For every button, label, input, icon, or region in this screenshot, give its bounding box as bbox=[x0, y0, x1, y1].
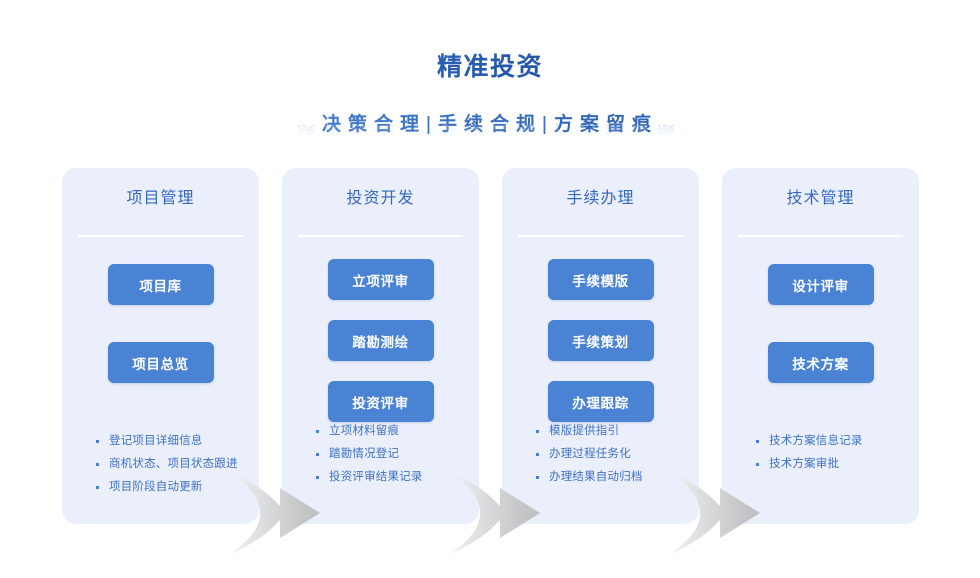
list-item: 商机状态、项目状态跟进 bbox=[76, 456, 245, 472]
stage-button[interactable]: 设计评审 bbox=[767, 264, 874, 305]
bullet-label: 登记项目详细信息 bbox=[109, 435, 203, 447]
process-flow: 项目管理 项目库 项目总览 登记项目详细信息 商机状态、项目状态跟进 项目阶段自… bbox=[0, 168, 980, 554]
divider bbox=[738, 235, 903, 237]
page-title: 精准投资 bbox=[0, 52, 980, 82]
bullet-label: 投资评审结果记录 bbox=[329, 471, 423, 483]
stage-button[interactable]: 立项评审 bbox=[327, 259, 434, 300]
bullet-dot-icon bbox=[96, 486, 99, 489]
stage-bullet-list: 登记项目详细信息 商机状态、项目状态跟进 项目阶段自动更新 bbox=[62, 433, 259, 502]
list-item: 办理过程任务化 bbox=[516, 446, 685, 462]
stage-button[interactable]: 项目总览 bbox=[107, 342, 214, 383]
stage-card-procedure-handling[interactable]: 手续办理 手续模版 手续策划 办理跟踪 模版提供指引 办理过程任务化 办理结果自… bbox=[502, 168, 699, 524]
bullet-dot-icon bbox=[756, 440, 759, 443]
stage-button-group: 项目库 项目总览 bbox=[62, 264, 259, 383]
list-item: 立项材料留痕 bbox=[296, 423, 465, 439]
subtitle: 决策合理|手续合规|方案留痕 bbox=[0, 112, 980, 138]
stage-bullet-list: 立项材料留痕 踏勘情况登记 投资评审结果记录 bbox=[282, 423, 479, 492]
bullet-label: 立项材料留痕 bbox=[329, 425, 400, 437]
bullet-dot-icon bbox=[96, 463, 99, 466]
list-item: 项目阶段自动更新 bbox=[76, 479, 245, 495]
bullet-dot-icon bbox=[536, 476, 539, 479]
bullet-label: 踏勘情况登记 bbox=[329, 448, 400, 460]
bullet-label: 商机状态、项目状态跟进 bbox=[109, 458, 238, 470]
list-item: 模版提供指引 bbox=[516, 423, 685, 439]
bullet-dot-icon bbox=[536, 453, 539, 456]
stage-button[interactable]: 投资评审 bbox=[327, 381, 434, 422]
stage-card-investment-development[interactable]: 投资开发 立项评审 踏勘测绘 投资评审 立项材料留痕 踏勘情况登记 投资评审结果… bbox=[282, 168, 479, 524]
stage-card-project-management[interactable]: 项目管理 项目库 项目总览 登记项目详细信息 商机状态、项目状态跟进 项目阶段自… bbox=[62, 168, 259, 524]
bullet-dot-icon bbox=[536, 430, 539, 433]
bullet-label: 技术方案信息记录 bbox=[769, 435, 863, 447]
stage-button[interactable]: 手续模版 bbox=[547, 259, 654, 300]
list-item: 办理结果自动归档 bbox=[516, 469, 685, 485]
stage-card-title: 投资开发 bbox=[346, 190, 415, 207]
bullet-label: 办理结果自动归档 bbox=[549, 471, 643, 483]
stage-button-group: 手续模版 手续策划 办理跟踪 bbox=[502, 259, 699, 422]
bullet-dot-icon bbox=[316, 476, 319, 479]
list-item: 投资评审结果记录 bbox=[296, 469, 465, 485]
bullet-label: 项目阶段自动更新 bbox=[109, 481, 203, 493]
stage-card-title: 手续办理 bbox=[566, 190, 635, 207]
bullet-label: 技术方案审批 bbox=[769, 458, 840, 470]
stage-button[interactable]: 踏勘测绘 bbox=[327, 320, 434, 361]
bullet-dot-icon bbox=[316, 430, 319, 433]
bullet-label: 模版提供指引 bbox=[549, 425, 620, 437]
bullet-dot-icon bbox=[316, 453, 319, 456]
stage-bullet-list: 模版提供指引 办理过程任务化 办理结果自动归档 bbox=[502, 423, 699, 492]
subtitle-separator-1: | bbox=[426, 114, 438, 135]
stage-button[interactable]: 手续策划 bbox=[547, 320, 654, 361]
stage-button-group: 立项评审 踏勘测绘 投资评审 bbox=[282, 259, 479, 422]
stage-button-group: 设计评审 技术方案 bbox=[722, 264, 919, 383]
bullet-label: 办理过程任务化 bbox=[549, 448, 631, 460]
stage-card-title: 技术管理 bbox=[786, 190, 855, 207]
list-item: 技术方案信息记录 bbox=[736, 433, 905, 449]
divider bbox=[78, 235, 243, 237]
divider bbox=[298, 235, 463, 237]
bullet-dot-icon bbox=[756, 463, 759, 466]
page-header: 精准投资 精准投资 决策合理|手续合规|方案留痕 决策合理 | 手续合规 | 方… bbox=[0, 0, 980, 160]
list-item: 踏勘情况登记 bbox=[296, 446, 465, 462]
bullet-dot-icon bbox=[96, 440, 99, 443]
stage-button[interactable]: 项目库 bbox=[107, 264, 214, 305]
list-item: 技术方案审批 bbox=[736, 456, 905, 472]
stage-card-title: 项目管理 bbox=[126, 190, 195, 207]
subtitle-block: 决策合理|手续合规|方案留痕 决策合理 | 手续合规 | 方案留痕 bbox=[0, 112, 980, 138]
list-item: 登记项目详细信息 bbox=[76, 433, 245, 449]
stage-bullet-list: 技术方案信息记录 技术方案审批 bbox=[722, 433, 919, 479]
stage-button[interactable]: 技术方案 bbox=[767, 342, 874, 383]
stage-card-technical-management[interactable]: 技术管理 设计评审 技术方案 技术方案信息记录 技术方案审批 bbox=[722, 168, 919, 524]
subtitle-reflection: 决策合理 | 手续合规 | 方案留痕 bbox=[297, 123, 683, 136]
subtitle-separator-2: | bbox=[542, 114, 554, 135]
stage-button[interactable]: 办理跟踪 bbox=[547, 381, 654, 422]
divider bbox=[518, 235, 683, 237]
